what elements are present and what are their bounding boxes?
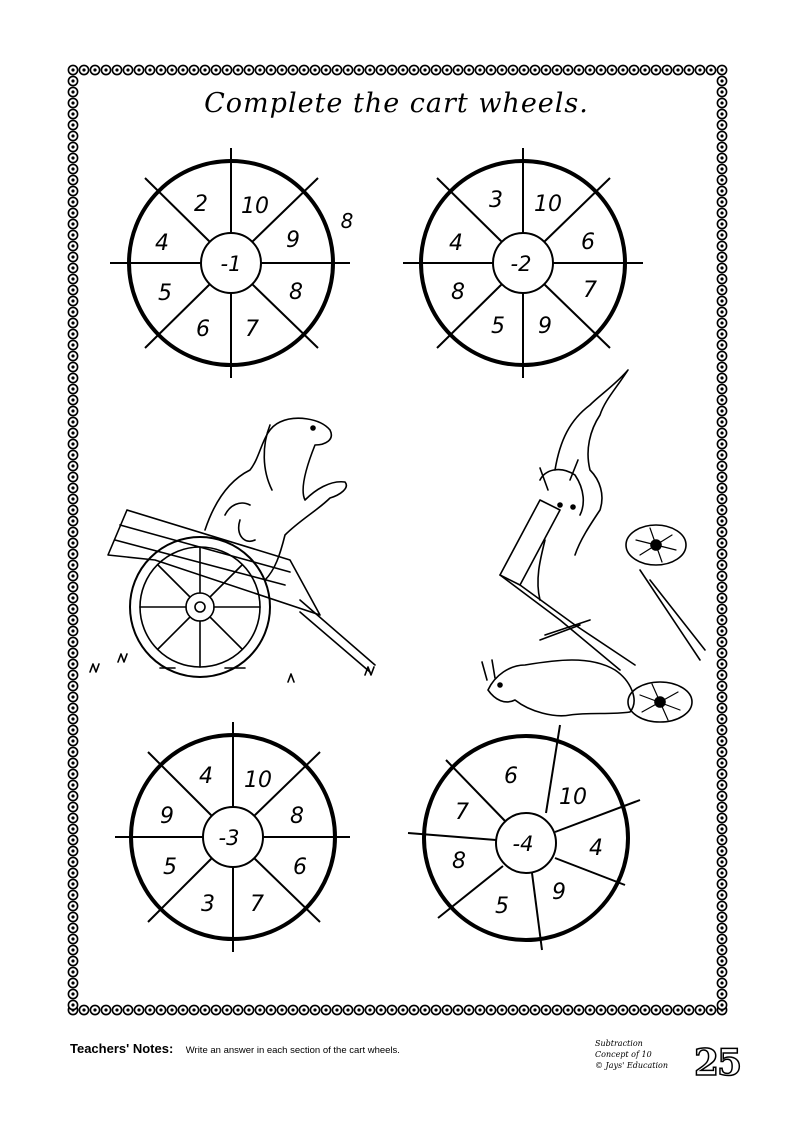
teachers-notes: Teachers' Notes: Write an answer in each… xyxy=(70,1040,400,1058)
teachers-notes-text: Write an answer in each section of the c… xyxy=(185,1045,400,1056)
credits-topic: Concept of 10 xyxy=(595,1050,652,1059)
credits-subject: Subtraction xyxy=(595,1039,643,1048)
teachers-notes-label: Teachers' Notes: xyxy=(70,1041,174,1056)
page-title: Complete the cart wheels. xyxy=(204,88,589,119)
credits: Subtraction Concept of 10 © Jays' Educat… xyxy=(595,1038,668,1071)
credits-copyright: © Jays' Education xyxy=(595,1061,668,1070)
page-number: 25 xyxy=(693,1041,743,1085)
